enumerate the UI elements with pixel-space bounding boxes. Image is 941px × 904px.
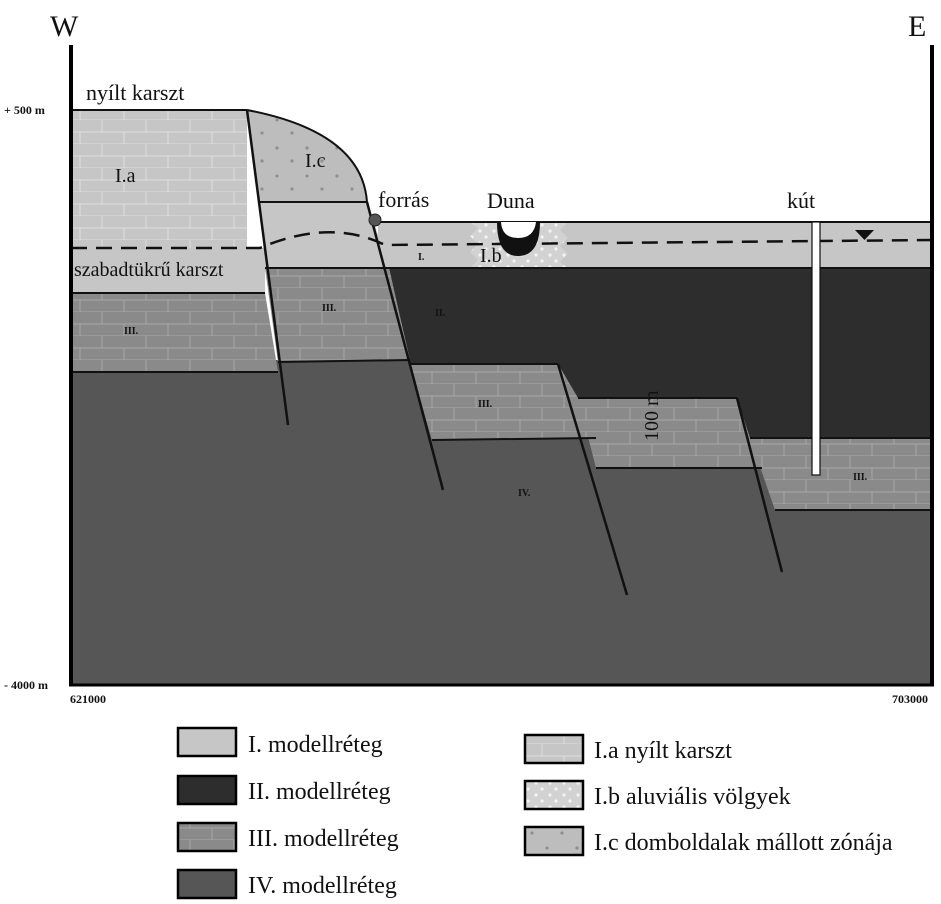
river-label: Duna bbox=[487, 188, 535, 213]
legend-left: I. modellréteg II. modellréteg III. mode… bbox=[176, 726, 399, 900]
elevation-top: + 500 m bbox=[4, 103, 45, 117]
danube-water bbox=[501, 222, 536, 238]
elevation-bottom: - 4000 m bbox=[4, 678, 48, 692]
label-iv: IV. bbox=[518, 488, 531, 499]
thickness-label: 100 m bbox=[641, 390, 663, 441]
spring-label: forrás bbox=[378, 187, 429, 212]
layer-boundaries bbox=[71, 109, 932, 511]
layer-i-under-ic bbox=[260, 202, 389, 268]
free-karst-label: szabadtükrű karszt bbox=[74, 259, 224, 281]
label-ib: I.b bbox=[480, 245, 502, 267]
section-frame bbox=[69, 45, 934, 687]
legend-label-layer1: I. modellréteg bbox=[248, 732, 383, 758]
layer-ic bbox=[247, 110, 367, 202]
label-ic: I.c bbox=[305, 150, 326, 172]
legend-label-ic: I.c domboldalak mállott zónája bbox=[594, 830, 893, 856]
west-label: W bbox=[50, 10, 79, 43]
layer-ia bbox=[71, 110, 247, 248]
legend-swatch-layer3 bbox=[176, 821, 238, 853]
legend-swatch-layer2 bbox=[176, 774, 238, 806]
legend-swatch-ia bbox=[523, 733, 585, 765]
label-iii-5: III. bbox=[853, 472, 868, 483]
open-karst-label: nyílt karszt bbox=[86, 80, 184, 105]
label-ia: I.a bbox=[115, 165, 136, 187]
legend-swatch-ic bbox=[523, 825, 585, 857]
legend-swatch-ib bbox=[523, 779, 585, 811]
spring-point bbox=[368, 213, 382, 227]
water-table bbox=[71, 231, 933, 250]
layer-iii-block-3 bbox=[410, 364, 596, 440]
legend-label-layer2: II. modellréteg bbox=[248, 779, 391, 805]
well-shaft bbox=[811, 221, 821, 476]
layer-i-free-karst bbox=[71, 248, 265, 293]
legend-swatch-layer1 bbox=[176, 726, 238, 758]
layer-iii-block-5 bbox=[750, 438, 932, 510]
layer-ii bbox=[389, 268, 932, 438]
legend-right: I.a nyílt karszt I.b aluviális völgyek I… bbox=[523, 733, 893, 857]
layer-iii-block-4 bbox=[578, 398, 762, 468]
legend-swatch-layer4 bbox=[176, 868, 238, 900]
layer-iii-block-2 bbox=[265, 268, 410, 362]
legend-label-layer4: IV. modellréteg bbox=[248, 873, 397, 899]
well-label: kút bbox=[787, 188, 815, 213]
water-level-icon bbox=[855, 230, 874, 240]
legend-label-ia: I.a nyílt karszt bbox=[594, 738, 732, 764]
label-iii-1: III. bbox=[124, 326, 139, 337]
layer-iii-block-1 bbox=[71, 293, 278, 372]
east-label: E bbox=[908, 10, 926, 43]
label-i: I. bbox=[418, 252, 425, 263]
fault-lines bbox=[245, 109, 784, 596]
label-ii: II. bbox=[435, 308, 446, 319]
label-iii-2: III. bbox=[322, 303, 337, 314]
coord-right: 703000 bbox=[892, 692, 928, 706]
legend-label-layer3: III. modellréteg bbox=[248, 826, 399, 852]
layer-i-valley bbox=[378, 222, 932, 268]
coord-left: 621000 bbox=[70, 692, 106, 706]
legend-label-ib: I.b aluviális völgyek bbox=[594, 784, 791, 810]
label-iii-3: III. bbox=[478, 399, 493, 410]
